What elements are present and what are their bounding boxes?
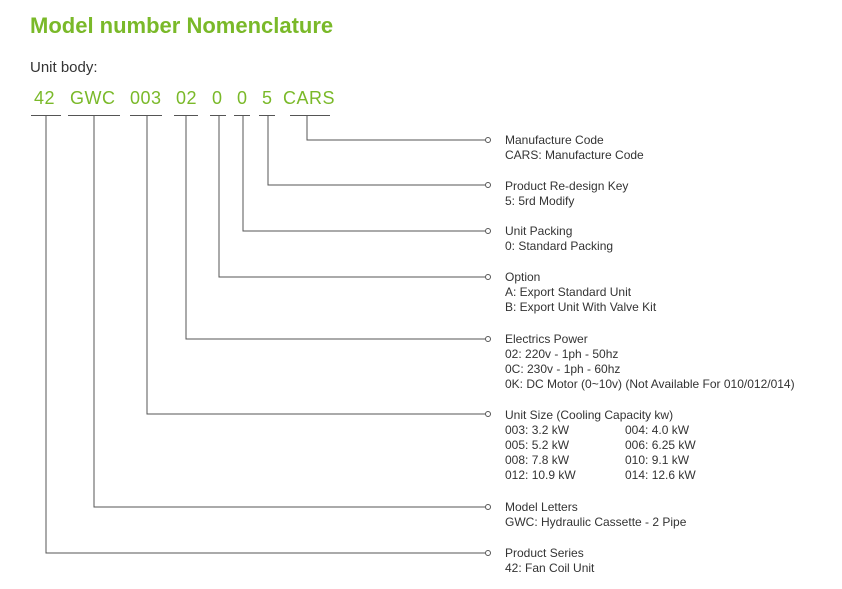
connector-end-manufacture <box>485 137 491 143</box>
connector-end-series <box>485 550 491 556</box>
size-cell: 012: 10.9 kW <box>505 468 576 482</box>
connector-end-redesign <box>485 182 491 188</box>
underline-size <box>130 115 162 116</box>
entry-line: 02: 220v - 1ph - 50hz <box>505 347 619 361</box>
size-cell: 006: 6.25 kW <box>625 438 696 452</box>
size-cell: 004: 4.0 kW <box>625 423 690 437</box>
connector-model <box>93 115 485 508</box>
entry-heading: Electrics Power <box>505 332 588 346</box>
size-cell: 003: 3.2 kW <box>505 423 570 437</box>
code-segment-series: 42 <box>34 88 56 108</box>
code-segment-packing: 0 <box>237 88 248 108</box>
entry-electrics-power: Electrics Power 02: 220v - 1ph - 50hz 0C… <box>505 332 795 392</box>
entry-redesign-key: Product Re-design Key 5: 5rd Modify <box>505 179 628 209</box>
entry-line: 5: 5rd Modify <box>505 194 575 208</box>
size-row: 012: 10.9 kW 014: 12.6 kW <box>505 468 696 483</box>
code-segment-power: 02 <box>176 88 198 108</box>
size-row: 008: 7.8 kW 010: 9.1 kW <box>505 453 696 468</box>
entry-heading: Model Letters <box>505 500 578 514</box>
underline-redesign <box>259 115 275 116</box>
size-cell: 014: 12.6 kW <box>625 468 696 482</box>
entry-heading: Product Series <box>505 546 584 560</box>
entry-model-letters: Model Letters GWC: Hydraulic Cassette - … <box>505 500 686 530</box>
connector-end-model <box>485 504 491 510</box>
entry-heading: Product Re-design Key <box>505 179 629 193</box>
connector-series <box>45 115 485 554</box>
entry-line: CARS: Manufacture Code <box>505 148 644 162</box>
size-cell: 005: 5.2 kW <box>505 438 570 452</box>
connector-end-packing <box>485 228 491 234</box>
entry-product-series: Product Series 42: Fan Coil Unit <box>505 546 594 576</box>
connector-packing <box>242 115 485 232</box>
connector-end-power <box>485 336 491 342</box>
size-row: 003: 3.2 kW 004: 4.0 kW <box>505 423 696 438</box>
entry-line: 0: Standard Packing <box>505 239 614 253</box>
entry-line: A: Export Standard Unit <box>505 285 632 299</box>
connector-end-size <box>485 411 491 417</box>
connector-end-option <box>485 274 491 280</box>
connector-redesign <box>267 115 485 186</box>
code-segment-option: 0 <box>212 88 223 108</box>
code-segment-model: GWC <box>70 88 116 108</box>
entry-line: 0C: 230v - 1ph - 60hz <box>505 362 621 376</box>
size-row: 005: 5.2 kW 006: 6.25 kW <box>505 438 696 453</box>
entry-line: B: Export Unit With Valve Kit <box>505 300 657 314</box>
size-cell: 008: 7.8 kW <box>505 453 570 467</box>
code-segment-manufacture: CARS <box>283 88 336 108</box>
entry-heading: Unit Size (Cooling Capacity kw) <box>505 408 674 422</box>
entry-heading: Option <box>505 270 541 284</box>
entry-unit-size: Unit Size (Cooling Capacity kw) 003: 3.2… <box>505 408 696 483</box>
entry-manufacture-code: Manufacture Code CARS: Manufacture Code <box>505 133 644 163</box>
entry-unit-packing: Unit Packing 0: Standard Packing <box>505 224 613 254</box>
underline-manufacture <box>290 115 330 116</box>
connector-power <box>185 115 485 340</box>
connector-manufacture <box>306 115 485 141</box>
underline-packing <box>234 115 250 116</box>
unit-body-label: Unit body: <box>30 59 98 76</box>
page-title: Model number Nomenclature <box>30 13 334 38</box>
size-cell: 010: 9.1 kW <box>625 453 690 467</box>
connector-option <box>218 115 485 278</box>
entry-line: GWC: Hydraulic Cassette - 2 Pipe <box>505 515 687 529</box>
underline-option <box>210 115 226 116</box>
entry-heading: Manufacture Code <box>505 133 604 147</box>
entry-heading: Unit Packing <box>505 224 573 238</box>
code-segment-size: 003 <box>130 88 162 108</box>
connector-size <box>146 115 485 415</box>
entry-line: 42: Fan Coil Unit <box>505 561 595 575</box>
entry-line: 0K: DC Motor (0~10v) (Not Available For … <box>505 377 795 391</box>
code-segment-redesign: 5 <box>262 88 273 108</box>
entry-option: Option A: Export Standard Unit B: Export… <box>505 270 656 315</box>
